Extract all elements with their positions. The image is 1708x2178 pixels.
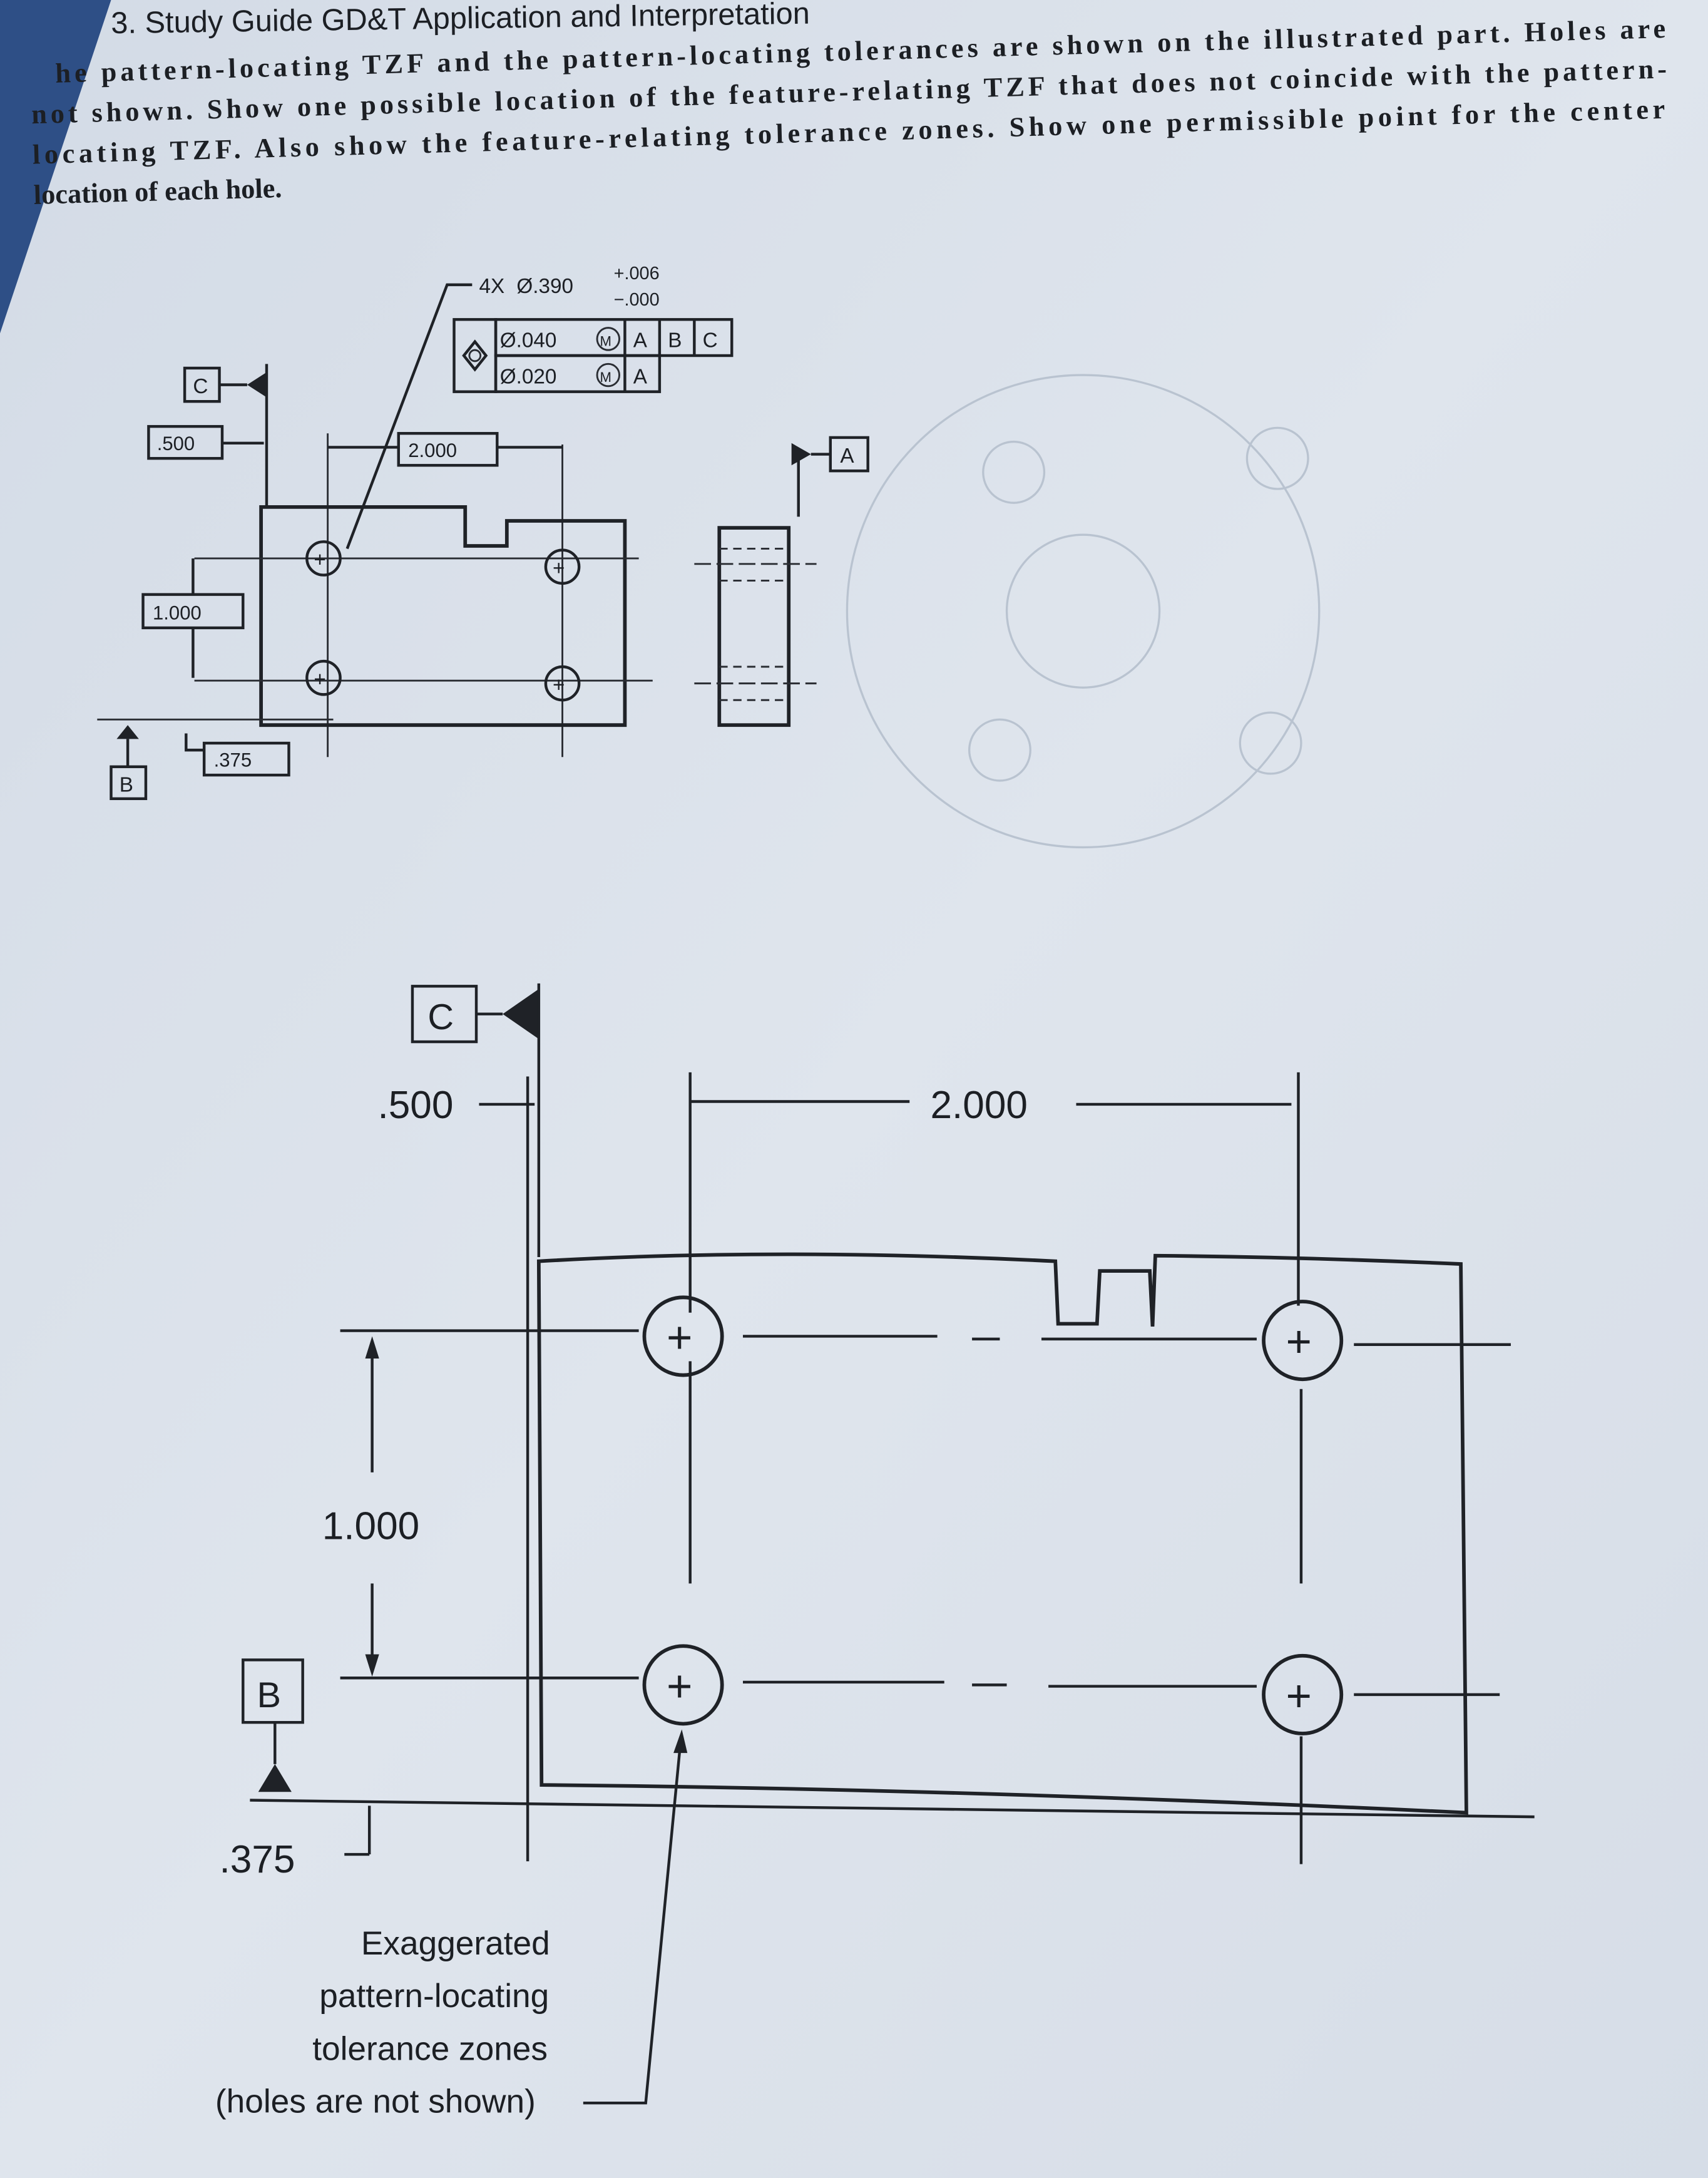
dim-500: .500: [377, 1084, 453, 1127]
side-view: [717, 526, 791, 727]
fcf-datum: B: [668, 329, 682, 352]
fcf-tolerance-1: Ø.040: [500, 329, 557, 352]
note-line: (holes are not shown): [215, 2083, 536, 2120]
mmc-modifier: M: [600, 369, 611, 385]
binder-edge: [0, 0, 111, 334]
part-outline: [259, 505, 627, 727]
svg-text:+: +: [667, 1662, 692, 1712]
hole-tol-plus: +.006: [614, 264, 660, 284]
hole-size: Ø.390: [516, 275, 573, 298]
fcf-datum: A: [633, 329, 648, 352]
dim-2000: 2.000: [408, 439, 457, 461]
datum-b-label: B: [257, 1675, 280, 1715]
tolerance-zone-marker: +: [1262, 1653, 1344, 1735]
tolerance-zone-marker: +: [642, 1644, 724, 1726]
dim-375: .375: [214, 749, 252, 771]
svg-text:+: +: [314, 668, 325, 691]
tolerance-zone-marker: +: [642, 1295, 724, 1377]
mmc-modifier: M: [600, 333, 611, 349]
hole-marker: +: [305, 540, 342, 577]
tolerance-zone-marker: +: [1262, 1300, 1344, 1382]
dim-375: .375: [220, 1838, 295, 1881]
dim-1000: 1.000: [322, 1504, 419, 1548]
svg-text:+: +: [1286, 1318, 1312, 1367]
datum-c-label: C: [193, 375, 208, 398]
note-line: tolerance zones: [312, 2030, 548, 2067]
hole-count: 4X: [479, 275, 504, 298]
note-line: Exaggerated: [361, 1925, 550, 1962]
dim-1000: 1.000: [153, 602, 202, 624]
datum-a-label: A: [840, 444, 854, 468]
dim-500: .500: [157, 433, 195, 455]
svg-text:+: +: [553, 674, 565, 697]
svg-text:+: +: [1286, 1672, 1312, 1721]
svg-text:+: +: [553, 557, 565, 580]
part-outline: [536, 1252, 1468, 1815]
fcf-tolerance-2: Ø.020: [500, 365, 557, 388]
hole-marker: +: [544, 665, 581, 702]
hole-marker: +: [544, 548, 581, 585]
hole-marker: +: [305, 659, 342, 696]
feature-control-frame: Ø.040 M A B C Ø.020 M A: [453, 318, 734, 393]
hole-tol-minus: −.000: [614, 290, 660, 310]
svg-text:+: +: [667, 1313, 692, 1363]
bleed-through: [846, 374, 1321, 849]
small-drawing: 4X Ø.390 +.006 −.000 Ø.040 M A B C Ø.020…: [97, 264, 869, 800]
svg-text:+: +: [314, 548, 325, 572]
dim-2000: 2.000: [931, 1084, 1028, 1127]
position-icon: [462, 339, 488, 372]
datum-b-label: B: [120, 774, 133, 797]
fcf-datum: A: [633, 365, 648, 388]
instruction-line: location of each hole.: [33, 172, 282, 210]
fcf-datum: C: [703, 329, 718, 352]
datum-c-label: C: [427, 997, 454, 1037]
large-drawing: C .500 2.000 + + + +: [215, 983, 1535, 2120]
note-line: pattern-locating: [319, 1978, 549, 2015]
